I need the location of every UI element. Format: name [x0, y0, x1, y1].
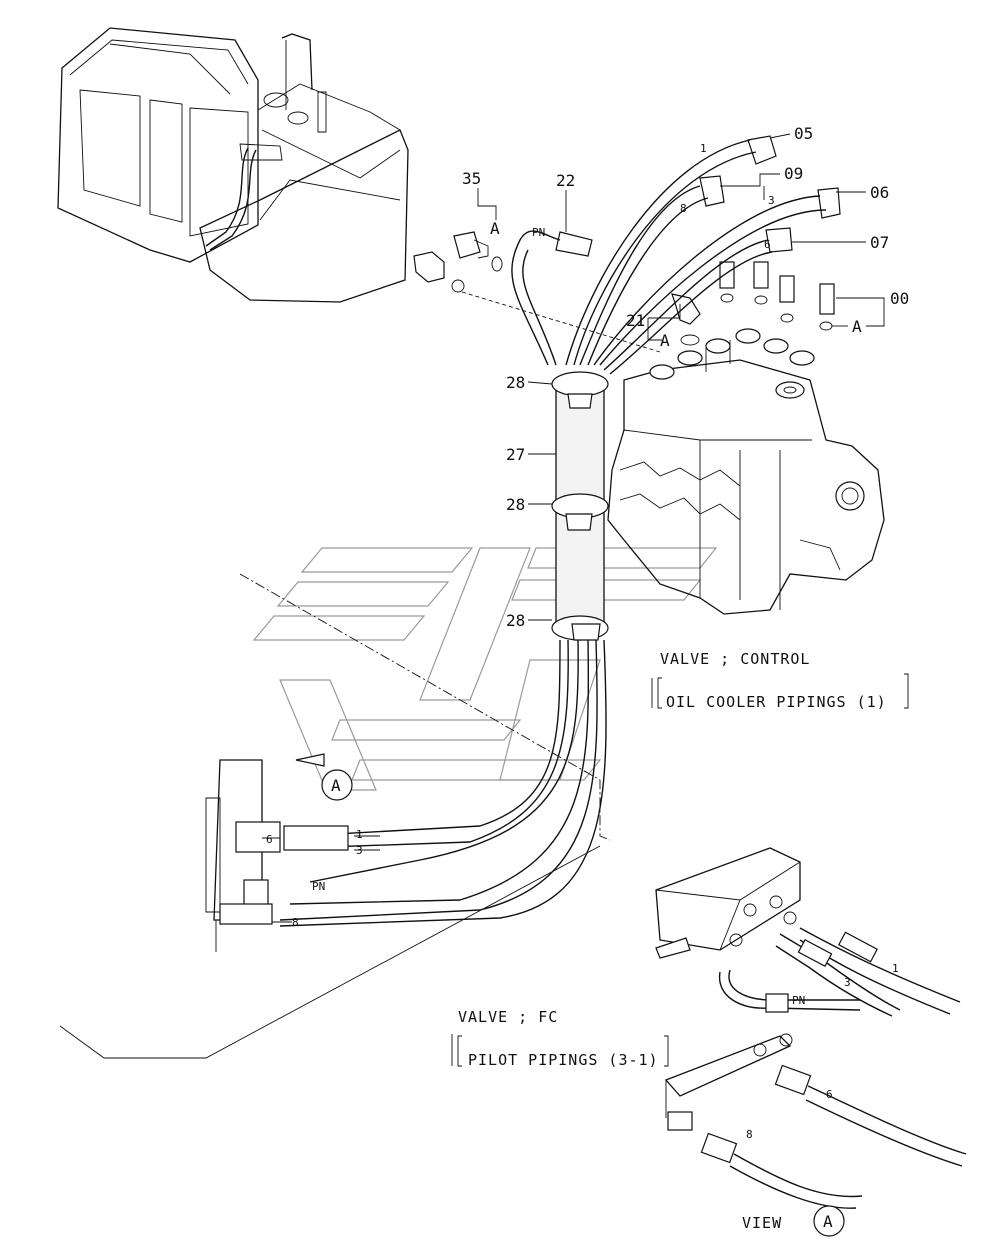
- hose-tag-8-right: 8: [746, 1128, 753, 1141]
- part-number-28-bottom: 28: [506, 611, 525, 630]
- captions: VALVE ; CONTROL OIL COOLER PIPINGS (1) V…: [331, 650, 909, 1232]
- hose-tag-8-left: 8: [292, 916, 299, 929]
- hose-tags: 1 8 3 6 PN 1 3 6 PN 8 1 3 PN 6 8: [266, 142, 899, 1141]
- part-number-27: 27: [506, 445, 525, 464]
- control-valve-illustration: [607, 328, 885, 615]
- hose-tag-6-top: 6: [764, 238, 771, 251]
- hose-bundle: [59, 139, 827, 1059]
- hose-tag-pn-left: PN: [312, 880, 325, 893]
- part-number-00: 00: [890, 289, 909, 308]
- hose-tag-pn-right: PN: [792, 994, 805, 1007]
- view-arrow-letter: A: [331, 776, 341, 795]
- hose-tag-3-left: 3: [356, 844, 363, 857]
- hose-tag-6-left: 6: [266, 833, 273, 846]
- hose-tag-3-top: 3: [768, 194, 775, 207]
- ref-mark-a-35: A: [490, 219, 500, 238]
- part-number-05: 05: [794, 124, 813, 143]
- fc-valve-left-illustration: [205, 753, 353, 952]
- ref-mark-a-21: A: [660, 331, 670, 350]
- hose-tag-6-right: 6: [826, 1088, 833, 1101]
- part-number-07: 07: [870, 233, 889, 252]
- hose-tag-pn-top: PN: [532, 226, 545, 239]
- fittings-top-group: [413, 135, 841, 353]
- part-number-21: 21: [626, 311, 645, 330]
- hose-tag-1-left: 1: [356, 828, 363, 841]
- part-number-28-mid: 28: [506, 495, 525, 514]
- control-valve-reference: OIL COOLER PIPINGS (1): [666, 693, 887, 711]
- reference-marks: A A A: [490, 219, 862, 350]
- control-valve-title: VALVE ; CONTROL: [660, 650, 810, 668]
- view-a-inset: [655, 847, 967, 1237]
- fc-valve-reference: PILOT PIPINGS (3-1): [468, 1051, 659, 1069]
- view-letter: A: [823, 1212, 833, 1231]
- hose-tag-8-top: 8: [680, 202, 687, 215]
- part-number-22: 22: [556, 171, 575, 190]
- part-number-06: 06: [870, 183, 889, 202]
- hose-tag-1-right: 1: [892, 962, 899, 975]
- ref-mark-a-00: A: [852, 317, 862, 336]
- hose-tag-1-top: 1: [700, 142, 707, 155]
- hose-tag-3-right: 3: [844, 976, 851, 989]
- excavator-overview-illustration: [57, 27, 409, 303]
- fc-valve-title: VALVE ; FC: [458, 1008, 558, 1026]
- part-number-35: 35: [462, 169, 481, 188]
- part-number-labels: 05 09 06 07 00 35 22 21 28 27 28 28: [462, 124, 909, 630]
- part-number-09: 09: [784, 164, 803, 183]
- part-number-28-top: 28: [506, 373, 525, 392]
- view-label: VIEW: [742, 1214, 782, 1232]
- leader-lines: [262, 133, 885, 1066]
